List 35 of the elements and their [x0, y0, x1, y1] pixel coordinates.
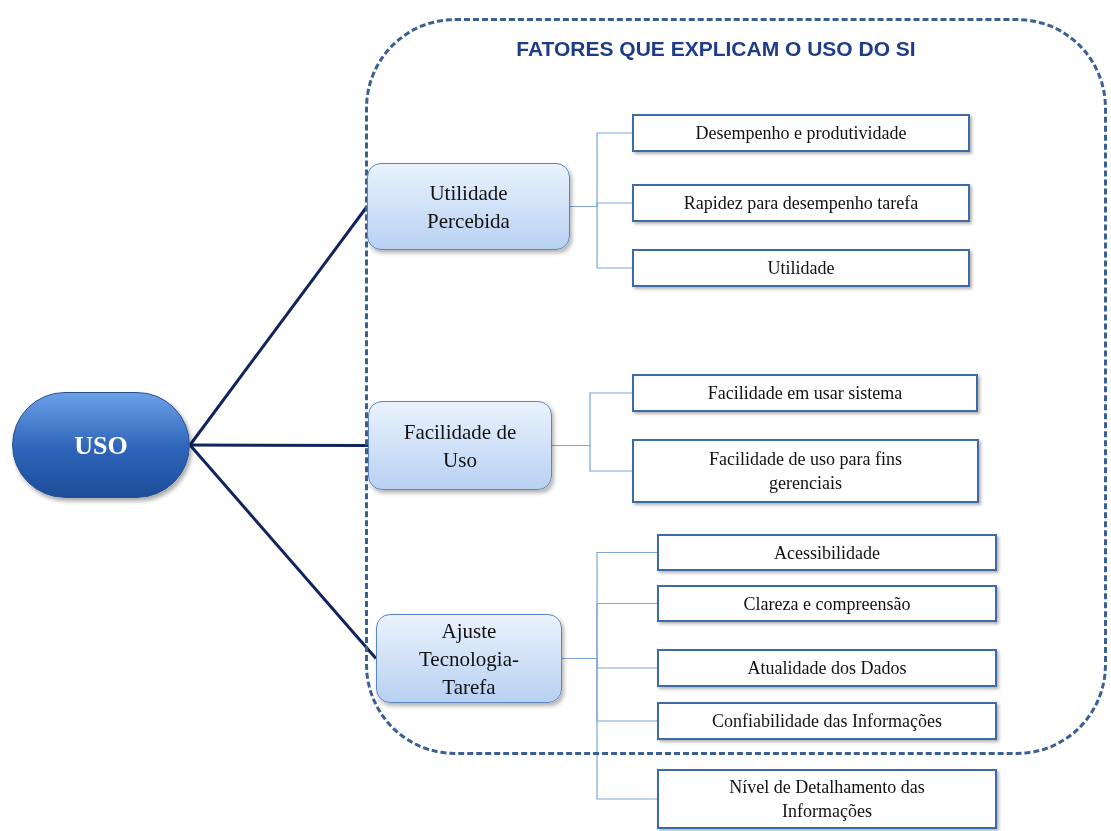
- category-box: [368, 401, 552, 490]
- node-label: USO: [74, 429, 128, 462]
- connector-line: [190, 443, 368, 447]
- node-label: Ajuste Tecnologia-Tarefa: [418, 617, 520, 701]
- node-label: Utilidade Percebida: [426, 179, 511, 235]
- factor-box: [632, 184, 970, 222]
- connector-line: [551, 444, 633, 472]
- factor-box: [632, 439, 979, 503]
- node-label: Atualidade dos Dados: [747, 657, 907, 680]
- factor-box: [657, 649, 997, 687]
- connector-line: [561, 657, 658, 800]
- node-label: Acessibilidade: [774, 541, 880, 565]
- connector-line: [569, 205, 633, 269]
- connector-line: [188, 444, 378, 660]
- node-label: Facilidade de uso para fins gerenciais: [708, 448, 903, 495]
- category-box: [376, 614, 562, 703]
- node-label: Facilidade de Uso: [402, 418, 518, 474]
- factor-box: [632, 374, 978, 412]
- node-label: Desempenho e produtividade: [695, 122, 907, 145]
- node-label: Utilidade: [767, 257, 835, 280]
- factor-box: [657, 702, 997, 740]
- region-title: FATORES QUE EXPLICAM O USO DO SI: [516, 36, 916, 62]
- pill-node: [12, 392, 190, 498]
- factor-box: [632, 249, 970, 287]
- factor-box: [657, 585, 997, 622]
- factor-box: [657, 534, 997, 571]
- node-label: Rapidez para desempenho tarefa: [683, 192, 919, 215]
- factor-box: [632, 114, 970, 152]
- factor-box: [657, 769, 997, 829]
- node-label: Confiabilidade das Informações: [712, 710, 942, 733]
- node-label: Nível de Detalhamento das Informações: [728, 776, 926, 823]
- node-label: Facilidade em usar sistema: [707, 382, 903, 405]
- category-box: [367, 163, 570, 250]
- node-label: Clareza e compreensão: [743, 592, 911, 616]
- dashed-region: [365, 18, 1107, 755]
